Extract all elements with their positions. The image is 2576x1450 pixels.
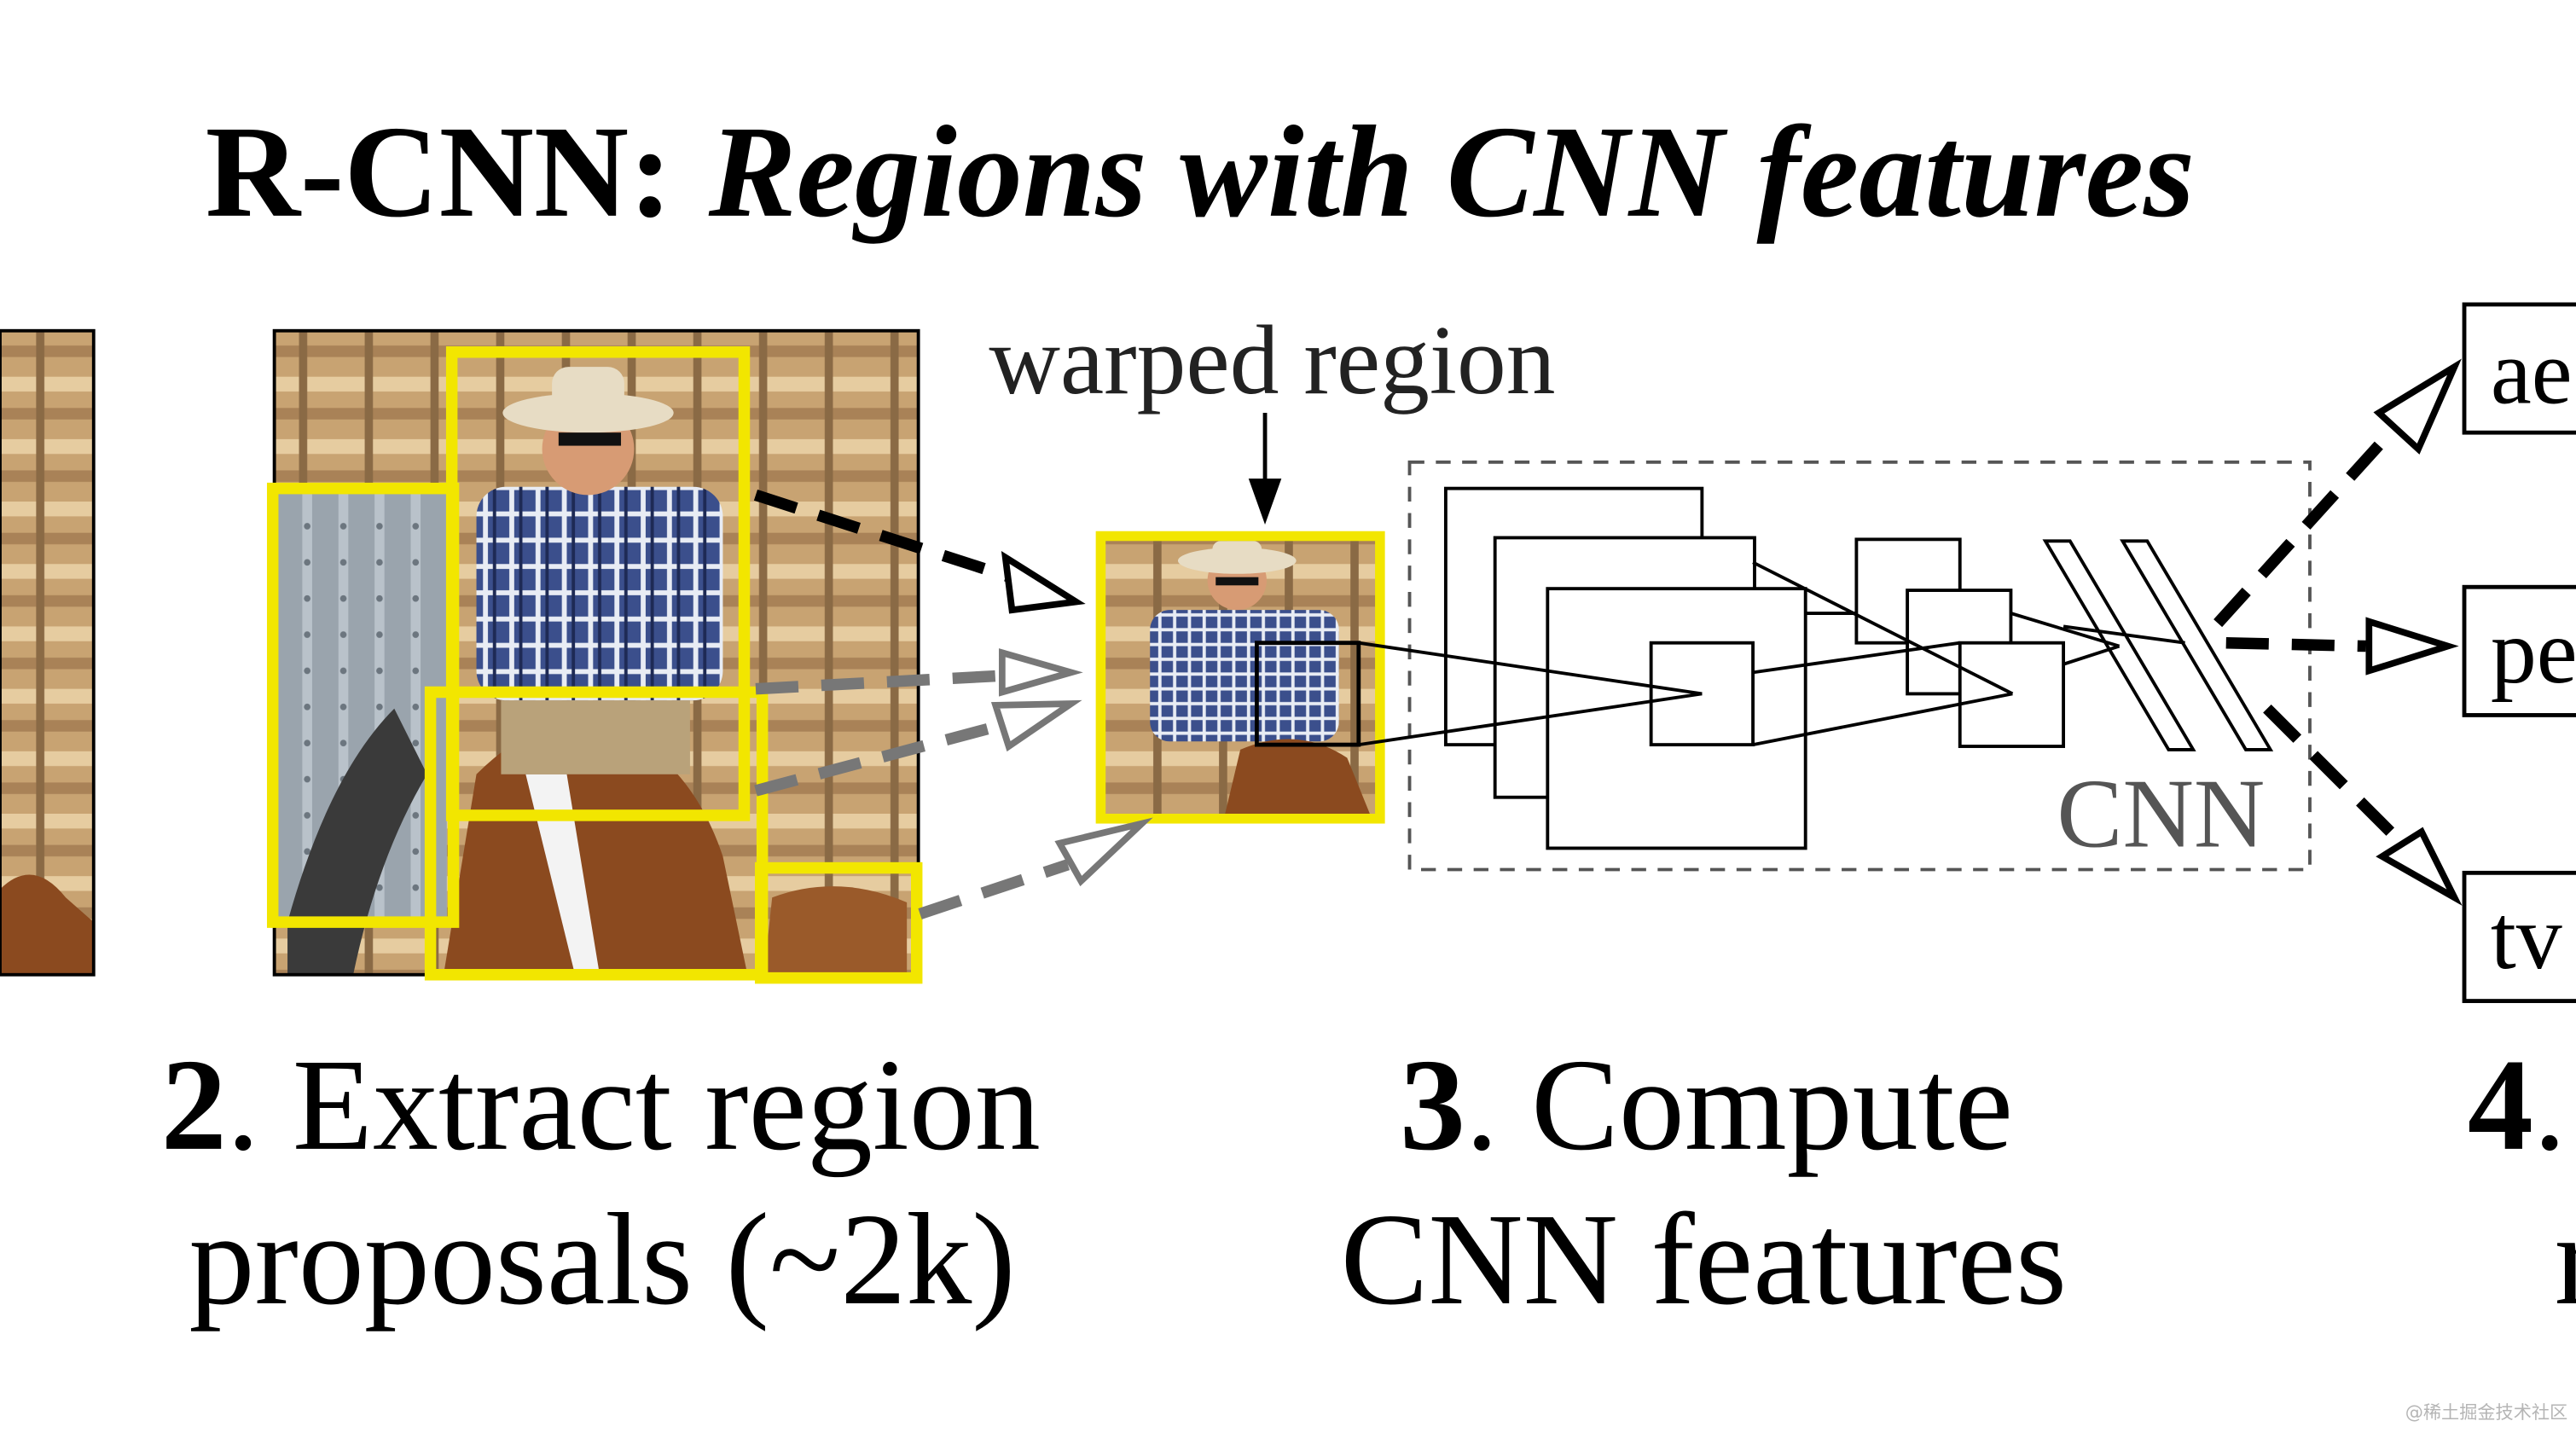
output-label: ae (2491, 322, 2573, 424)
output-box (2462, 302, 2576, 435)
title-prefix: R-CNN: (206, 100, 673, 245)
output-arrows (2213, 358, 2463, 906)
step-2-number: 2 (161, 1033, 227, 1178)
output-arrow-mid (2225, 636, 2366, 652)
proposal-arrows (753, 489, 1153, 919)
proposal-arrow-gray (918, 859, 1070, 919)
step-2-line1: 2. Extract region (161, 1033, 1041, 1178)
watermark: @稀土掘金技术社区 (2405, 1401, 2568, 1423)
proposal-boxes (266, 346, 923, 984)
feature-map (1546, 587, 1807, 850)
step-3-text: . Compute (1465, 1033, 2013, 1178)
fc-layer (2120, 539, 2274, 751)
proposal-arrow-gray (755, 670, 1003, 695)
proposal-box (424, 686, 769, 981)
step-3-line2: CNN features (1341, 1187, 2067, 1332)
cnn-block: CNN (1358, 460, 2312, 872)
step-4-line1: 4. (2468, 1033, 2567, 1178)
cnn-dashed-border (1407, 460, 2312, 872)
input-image-partial (0, 328, 96, 977)
step-2-text: . Extract region (227, 1033, 1041, 1178)
step-3-line1: 3. Compute (1400, 1033, 2013, 1178)
output-arrow-up (2213, 428, 2395, 628)
proposal-box (266, 482, 460, 928)
cnn-label: CNN (2057, 759, 2265, 868)
step-4-number: 4 (2468, 1033, 2533, 1178)
output-label: pe (2491, 601, 2576, 703)
output-box (2462, 584, 2576, 717)
proposal-image (272, 328, 920, 977)
output-arrow-down (2263, 704, 2406, 848)
warped-region-label: warped region (989, 305, 1555, 415)
output-box (2462, 870, 2576, 1003)
output-label: tv (2491, 887, 2562, 989)
output-boxes: ae pe tv (2462, 302, 2576, 1003)
step-2-line2: proposals (~2k) (189, 1187, 1015, 1332)
conv-kernel (1649, 641, 1755, 747)
proposal-box (755, 861, 923, 984)
proposal-arrow-dark (753, 489, 1012, 583)
proposal-arrow-gray (754, 719, 1004, 797)
warped-region-image (1095, 531, 1385, 824)
step-4-line2: r (2555, 1187, 2576, 1332)
step-3-number: 3 (1400, 1033, 1465, 1178)
warped-region-pointer (1248, 413, 1282, 525)
title-italic: Regions with CNN features (708, 100, 2195, 245)
step-4-text: . (2533, 1033, 2567, 1178)
diagram-title: R-CNN:Regions with CNN features (206, 100, 2195, 245)
step-captions: 2. Extract region proposals (~2k) 3. Com… (161, 1033, 2576, 1332)
